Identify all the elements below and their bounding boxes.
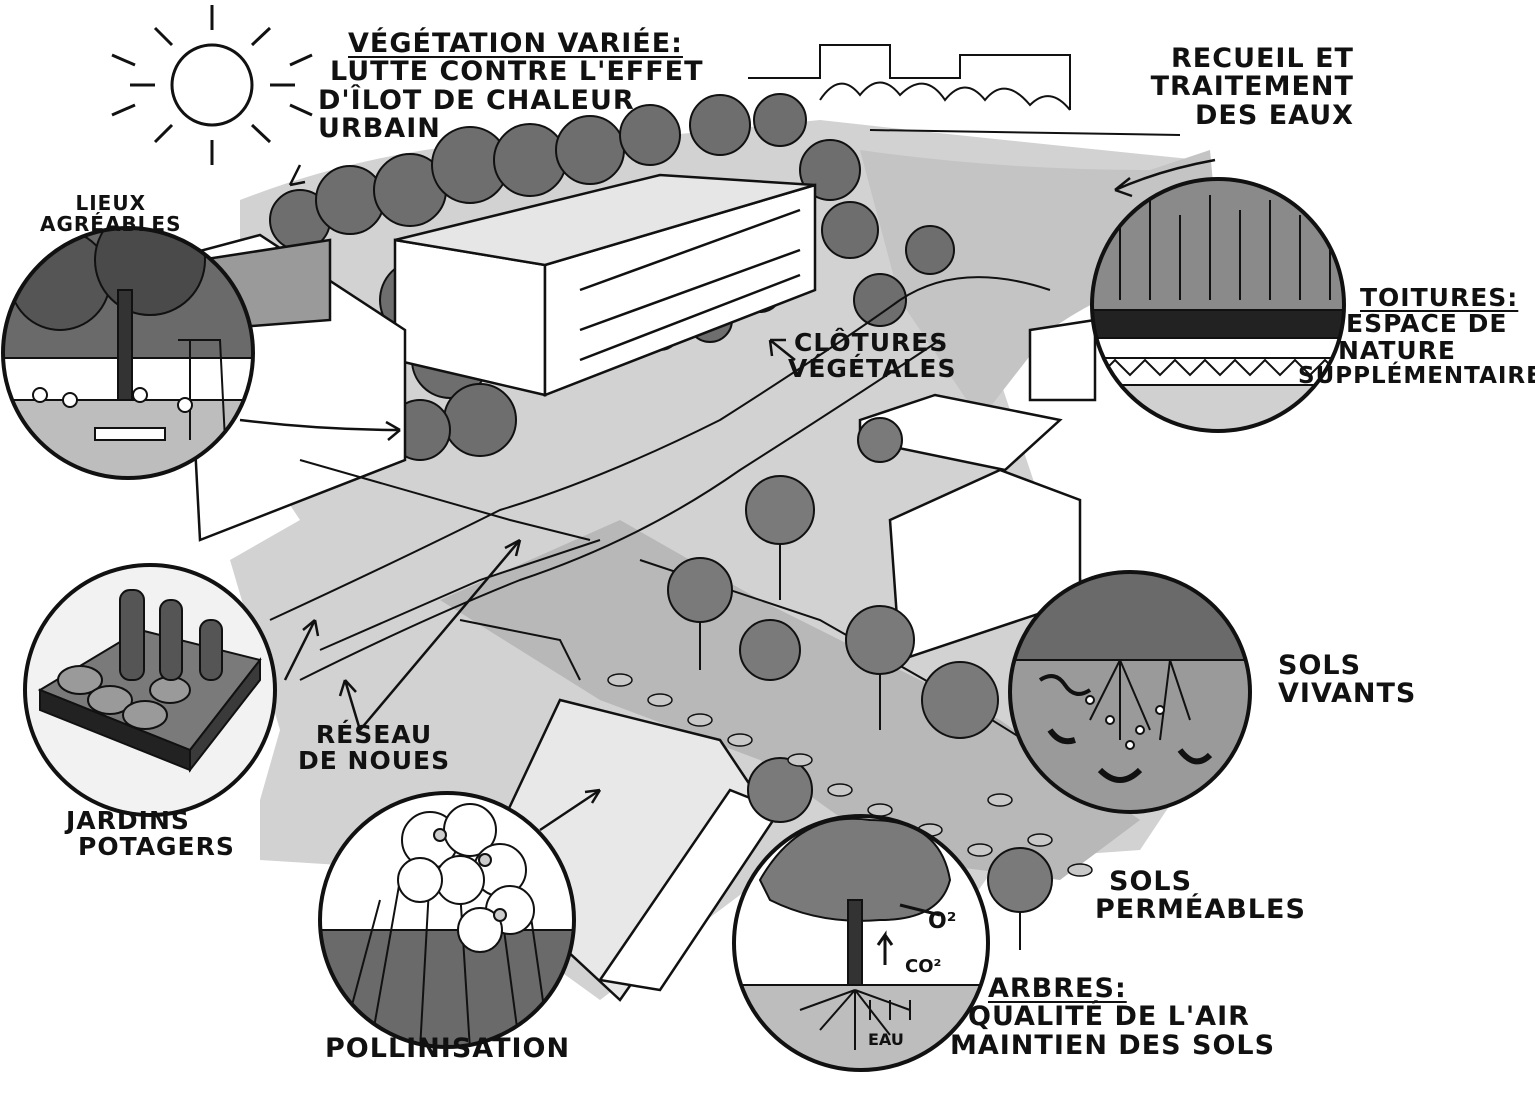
label-toitures-line2: nature [1338,335,1457,365]
label-eaux: Recueil et traitement des eaux [1125,43,1354,131]
label-arbres-line2: maintien des sols [950,1029,1276,1061]
label-vegetation: Végétation variée: Lutte contre l'effet … [318,28,704,145]
label-toitures: Toitures: Espace de nature supplémentair… [1298,283,1535,389]
label-lieux: Lieux agréables [40,193,182,235]
label-clotures: Clôtures végétales [788,328,957,384]
label-lieux-line1: Lieux [75,191,146,215]
sun-icon [111,5,313,165]
label-vegetation-line1: Lutte contre l'effet [330,56,704,88]
label-eaux-line3: des eaux [1195,99,1354,131]
inset-jardins-potagers [23,563,277,817]
label-sols-vivants-line2: vivants [1278,678,1417,710]
label-toitures-title: Toitures: [1360,283,1519,312]
label-vegetation-line3: urbain [318,113,441,145]
label-toitures-line1: Espace de [1346,309,1508,339]
inset-pollinisation [318,791,576,1049]
label-eaux-line1: Recueil et [1171,43,1354,74]
label-vegetation-line2: d'îlot de chaleur [318,84,635,116]
label-pollinisation: Pollinisation [325,1033,571,1064]
inset-eau-label: EAU [868,1030,904,1049]
label-vegetation-title: Végétation variée: [348,28,683,59]
inset-lieux-agreables [1,226,255,480]
label-reseau: Réseau de noues [298,720,451,776]
inset-arbres: O² CO² EAU [732,814,990,1072]
street-trees [667,417,1053,950]
label-clotures-line1: Clôtures [794,328,949,357]
label-sols-permeables: Sols perméables [1095,866,1306,926]
label-arbres-line1: Qualité de l'air [968,1001,1250,1033]
label-arbres-title: Arbres: [988,973,1127,1004]
inset-co2-label: CO² [905,956,941,977]
label-jardins: Jardins potagers [62,806,235,862]
label-jardins-line1: Jardins [66,806,190,835]
label-jardins-line2: potagers [78,832,235,862]
label-arbres: Arbres: Qualité de l'air maintien des so… [950,973,1276,1061]
pointer-arrows [239,158,1216,832]
skyline [748,44,1181,136]
label-eaux-line2: traitement [1150,71,1354,103]
label-sols-permeables-line2: perméables [1095,894,1306,926]
label-sols-permeables-line1: Sols [1109,866,1193,897]
label-toitures-line3: supplémentaire [1298,362,1535,389]
inset-o2-label: O² [928,909,956,934]
label-pollinisation-line1: Pollinisation [325,1033,571,1064]
label-clotures-line2: végétales [788,354,957,384]
label-sols-vivants: Sols vivants [1278,650,1417,710]
label-lieux-line2: agréables [40,212,182,236]
label-reseau-line2: de noues [298,746,451,776]
permeable-pavers [607,673,1093,877]
label-sols-vivants-line1: Sols [1278,650,1362,681]
label-reseau-line1: Réseau [315,720,433,749]
